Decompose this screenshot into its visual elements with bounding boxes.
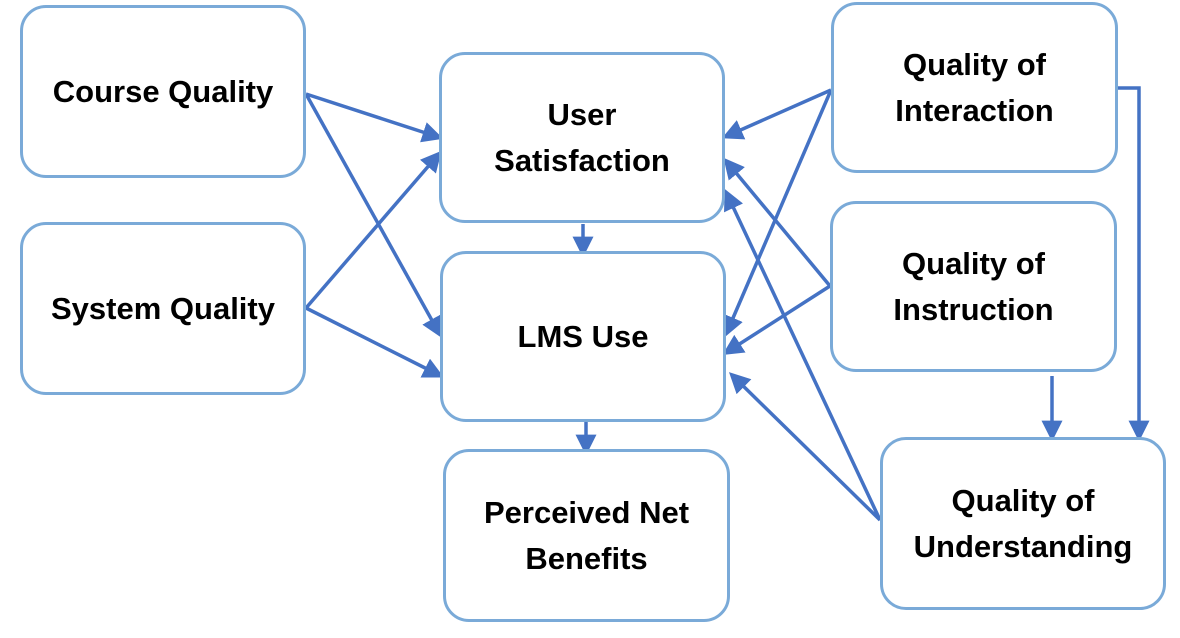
node-quality-of-instruction: Quality of Instruction (830, 201, 1117, 372)
edge-instruction-to-satisfaction (723, 157, 832, 288)
node-lms-use: LMS Use (440, 251, 726, 422)
edge-instruction-to-lms (722, 284, 831, 356)
edge-course-to-lms (304, 93, 442, 338)
node-quality-of-instruction-label: Quality of Instruction (893, 245, 1054, 327)
node-lms-use-label: LMS Use (517, 318, 649, 354)
edge-interaction-to-understanding (1118, 86, 1150, 442)
edge-interaction-to-lms (723, 89, 833, 338)
node-quality-of-interaction: Quality of Interaction (831, 2, 1118, 173)
node-perceived-net-benefits-label: Perceived Net Benefits (483, 494, 690, 576)
edge-understanding-to-satisfaction (724, 188, 882, 521)
node-perceived-net-benefits: Perceived Net Benefits (443, 449, 730, 622)
node-course-quality-label: Course Quality (52, 73, 274, 109)
node-course-quality: Course Quality (20, 5, 306, 178)
node-user-satisfaction: User Satisfaction (439, 52, 725, 223)
node-system-quality: System Quality (20, 222, 306, 395)
node-quality-of-understanding-label: Quality of Understanding (913, 482, 1133, 564)
edge-system-to-satisfaction (304, 150, 442, 310)
edge-system-to-lms (305, 306, 445, 378)
edge-understanding-to-lms (728, 372, 882, 522)
node-system-quality-label: System Quality (51, 290, 275, 326)
node-user-satisfaction-label: User Satisfaction (494, 96, 670, 178)
edge-course-to-satisfaction (305, 92, 444, 143)
edge-interaction-to-satisfaction (721, 88, 832, 140)
node-quality-of-understanding: Quality of Understanding (880, 437, 1166, 610)
node-quality-of-interaction-label: Quality of Interaction (895, 46, 1054, 128)
